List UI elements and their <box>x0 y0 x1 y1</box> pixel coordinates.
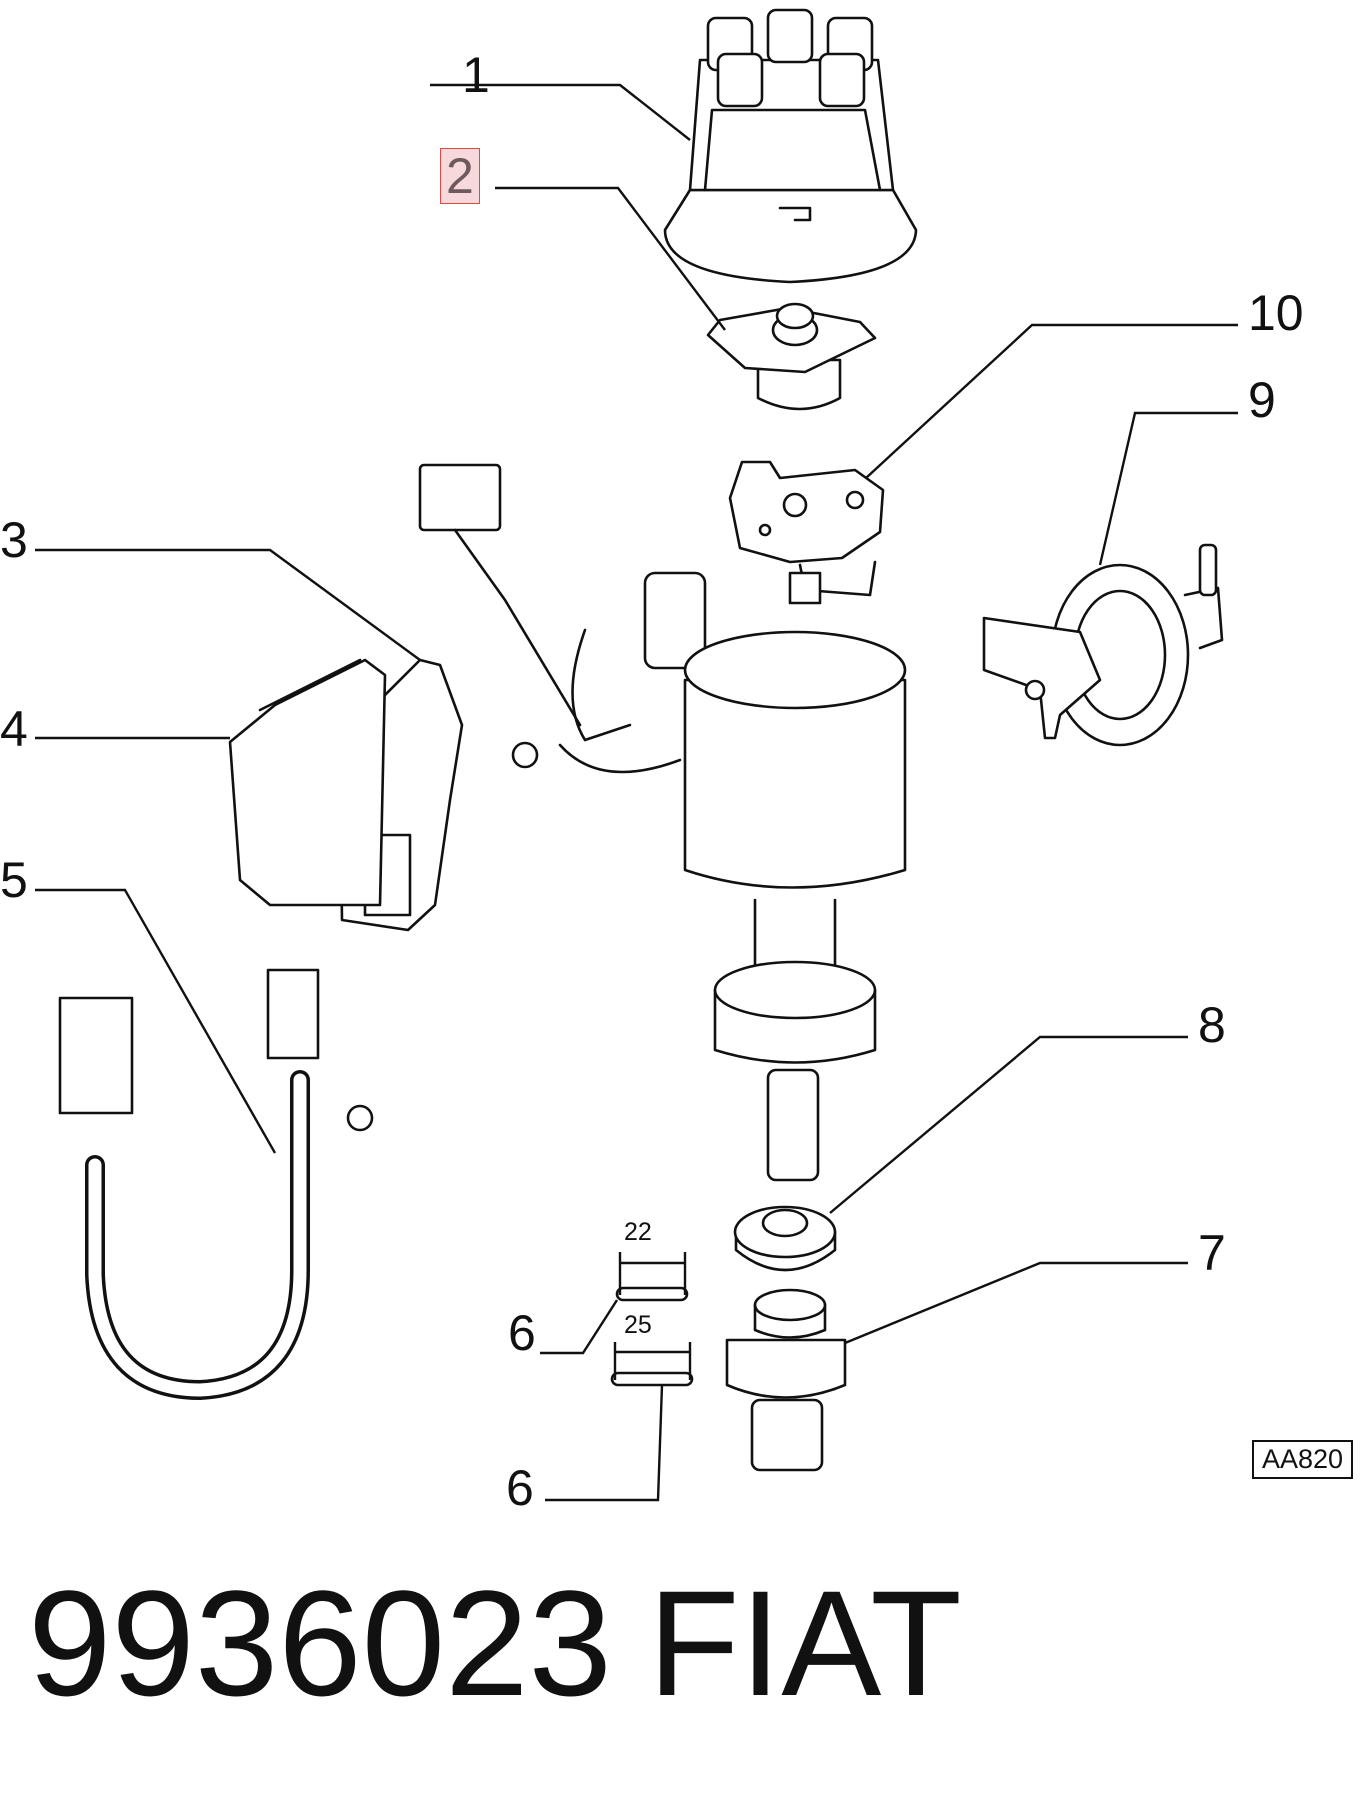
leader-6b <box>545 1384 664 1502</box>
reference-code-box: AA820 <box>1252 1440 1354 1479</box>
callout-10: 10 <box>1248 285 1304 341</box>
vacuum-advance-drawing <box>982 543 1224 747</box>
distributor-body-drawing <box>418 463 907 1182</box>
roll-pin-22-drawing <box>615 1286 689 1302</box>
leader-5 <box>35 888 277 1154</box>
heatsink-drawing <box>228 658 387 907</box>
leader-8 <box>829 1035 1188 1214</box>
callout-6-lower: 6 <box>506 1460 534 1516</box>
leader-7 <box>844 1261 1188 1345</box>
roll-pin-25-drawing <box>610 1371 694 1387</box>
callout-8: 8 <box>1198 997 1226 1053</box>
leader-3 <box>35 548 421 661</box>
drive-gear-drawing <box>725 1288 847 1472</box>
callout-5: 5 <box>0 852 28 908</box>
callout-6-upper: 6 <box>508 1305 536 1361</box>
dimension-25-label: 25 <box>624 1311 652 1339</box>
callout-7: 7 <box>1198 1225 1226 1281</box>
part-number: 9936023 <box>28 1559 612 1727</box>
callout-3: 3 <box>0 512 28 568</box>
wiring-harness-drawing <box>58 968 374 1400</box>
dimension-22-label: 22 <box>624 1218 652 1246</box>
callout-4: 4 <box>0 701 28 757</box>
leader-9 <box>1098 411 1238 566</box>
dimension-22-marks <box>618 1252 687 1295</box>
bushing-drawing <box>733 1205 837 1272</box>
brand-name: FIAT <box>648 1559 962 1727</box>
callout-9: 9 <box>1248 372 1276 428</box>
leader-6a <box>540 1299 619 1355</box>
distributor-cap-drawing <box>663 8 918 284</box>
dimension-25-marks <box>613 1342 692 1380</box>
rotor-drawing <box>706 302 877 411</box>
leader-1 <box>430 83 691 141</box>
leader-2 <box>495 186 726 331</box>
leader-10 <box>865 323 1238 479</box>
pickup-plate-drawing <box>728 460 885 605</box>
callout-2: 2 <box>440 148 480 204</box>
callout-1: 1 <box>462 47 490 103</box>
